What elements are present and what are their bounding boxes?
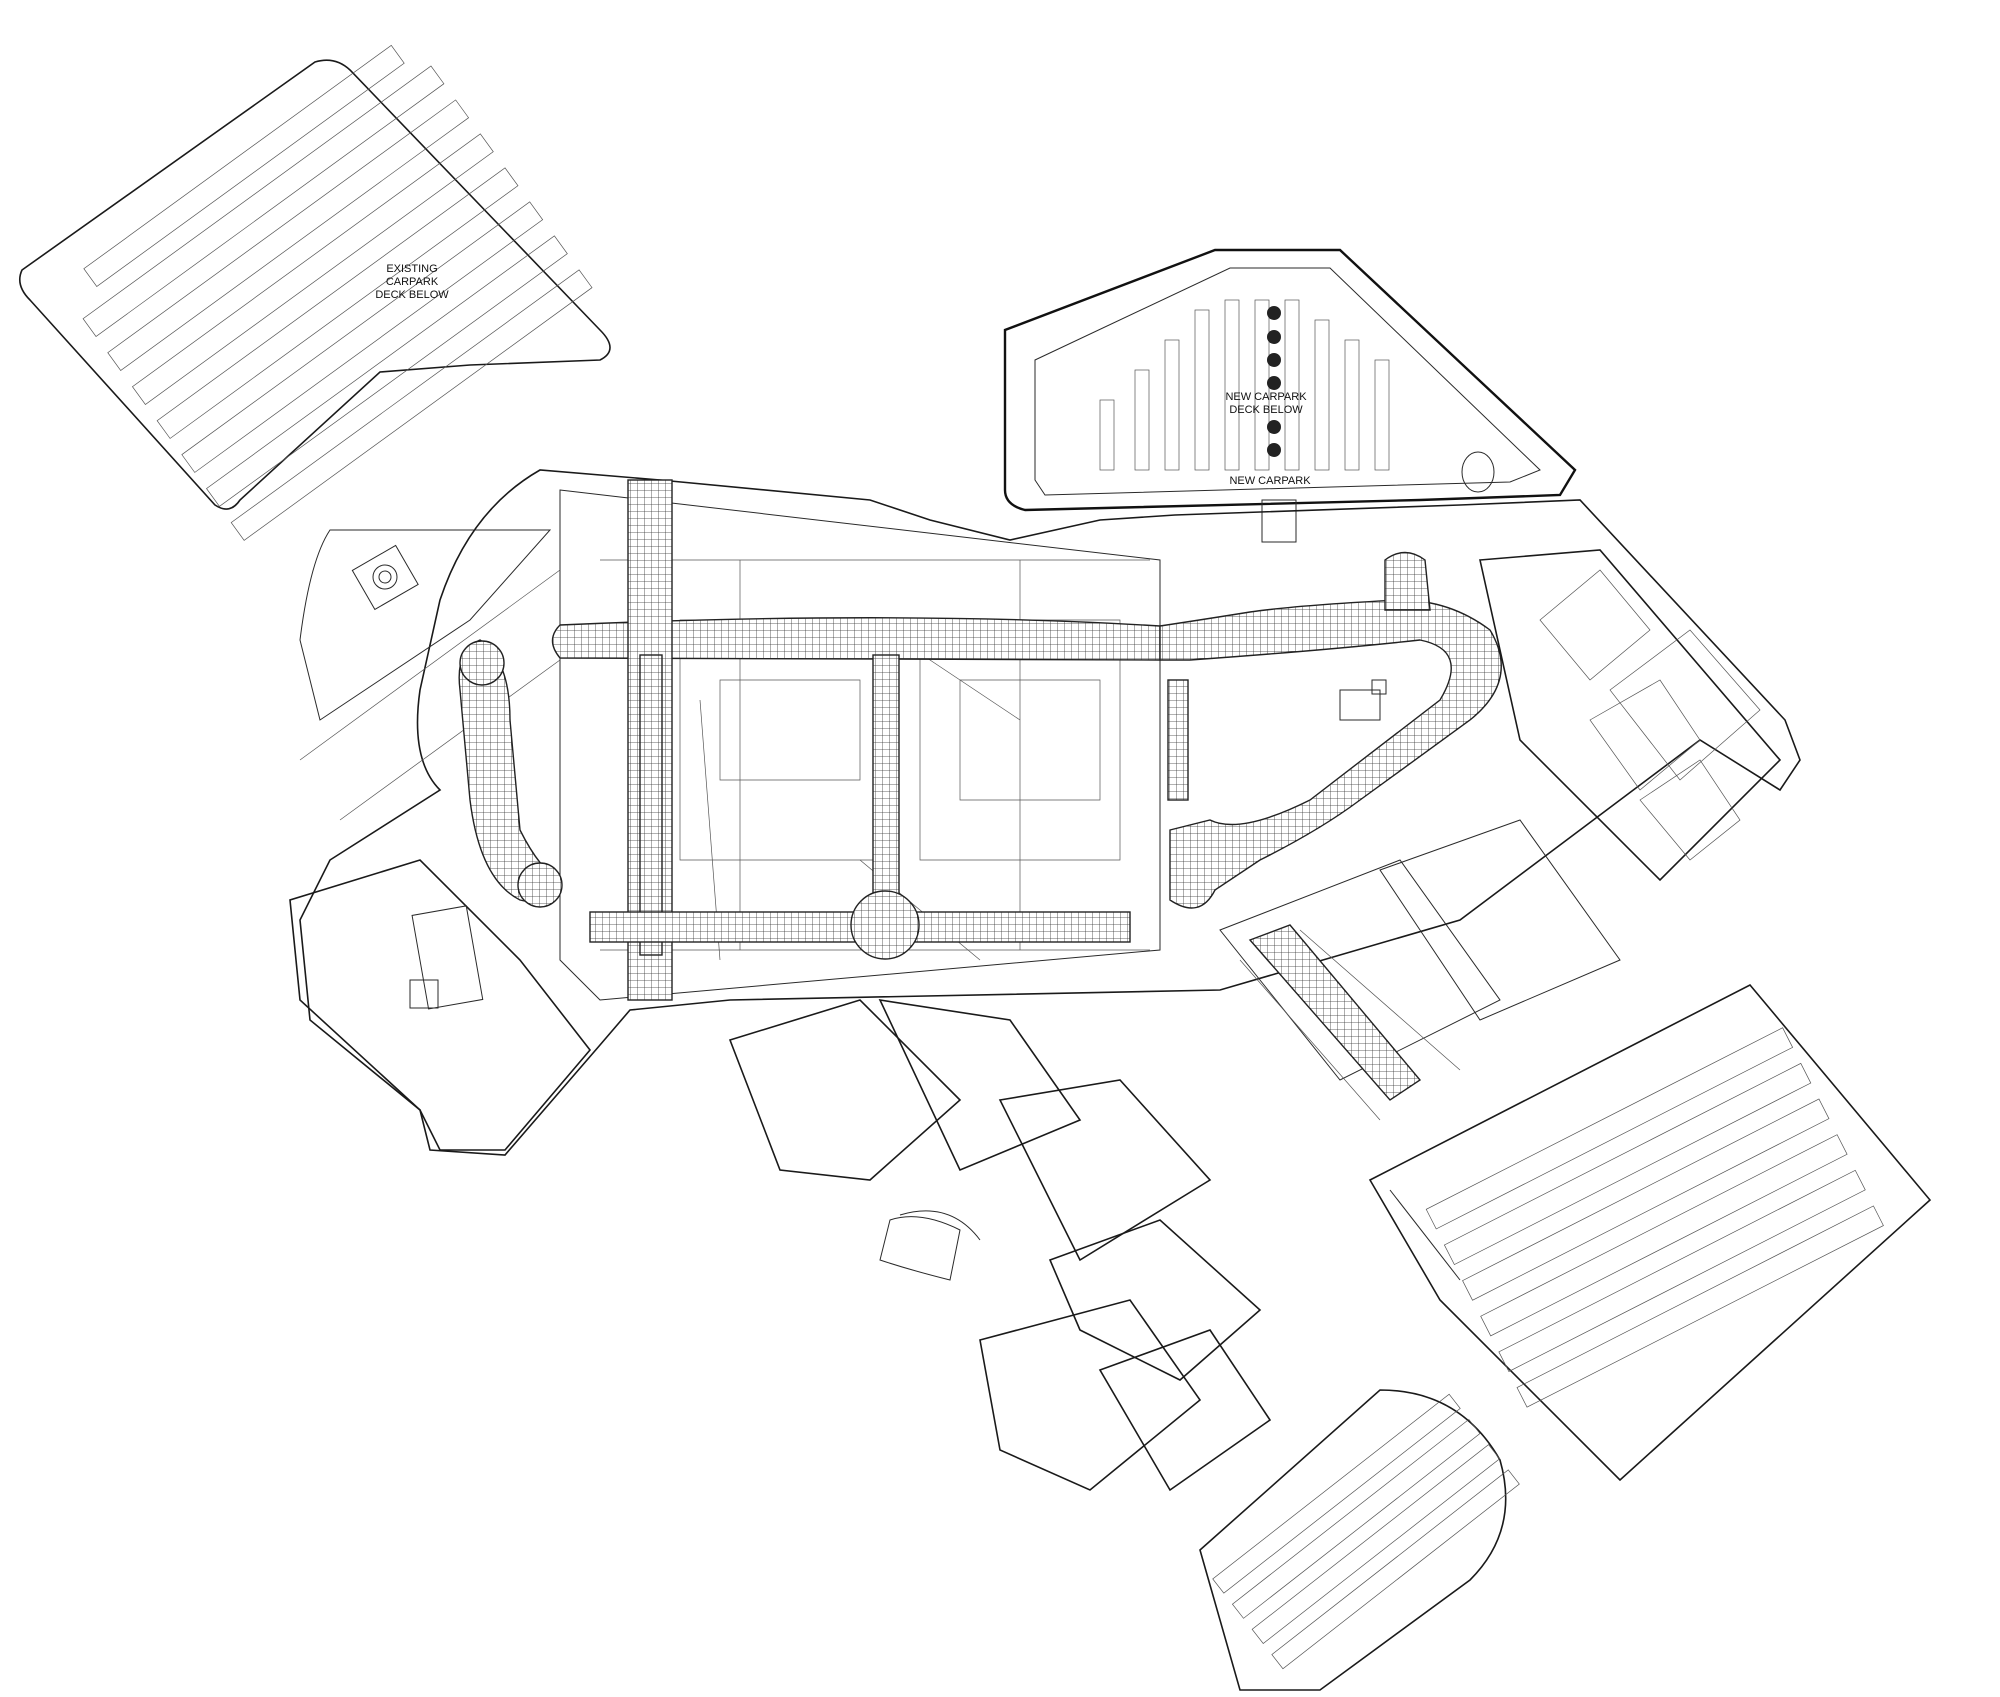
south-retail xyxy=(728,819,1621,1492)
east-anchors xyxy=(1339,549,1782,882)
north-east-court xyxy=(1384,551,1431,611)
existing-carpark-label-3: DECK BELOW xyxy=(375,289,449,301)
new-carpark: NEW CARPARK DECK BELOW NEW CARPARK xyxy=(1003,248,1577,543)
north-south-corridor-east xyxy=(872,654,900,926)
existing-carpark-label-2: CARPARK xyxy=(386,276,439,288)
east-link-corridor xyxy=(1167,679,1189,801)
new-carpark-deck-label-1: NEW CARPARK xyxy=(1225,391,1307,403)
existing-carpark: EXISTING CARPARK DECK BELOW xyxy=(19,44,611,541)
south-east-carpark xyxy=(1368,983,1932,1482)
mall-building xyxy=(289,469,1801,1156)
south-east-ramp xyxy=(1248,924,1422,1101)
existing-carpark-label-1: EXISTING xyxy=(386,263,437,275)
carpark-stair xyxy=(1261,499,1297,543)
new-carpark-stall-rows xyxy=(1099,299,1390,471)
tree-row xyxy=(1267,306,1281,457)
mall-corridors xyxy=(458,479,1502,1001)
north-south-corridor-center xyxy=(639,654,663,956)
east-loop-corridor xyxy=(1159,599,1502,909)
west-court-south xyxy=(517,862,563,908)
west-stair-core xyxy=(351,544,419,611)
roundabout xyxy=(1461,451,1495,493)
south-carpark xyxy=(1199,1389,1520,1691)
new-carpark-deck-label-2: DECK BELOW xyxy=(1229,404,1303,416)
north-corridor xyxy=(551,617,1161,661)
existing-carpark-stall-rows xyxy=(82,44,593,541)
west-court-north xyxy=(459,640,505,686)
center-court xyxy=(850,890,920,960)
new-carpark-label: NEW CARPARK xyxy=(1229,475,1311,487)
